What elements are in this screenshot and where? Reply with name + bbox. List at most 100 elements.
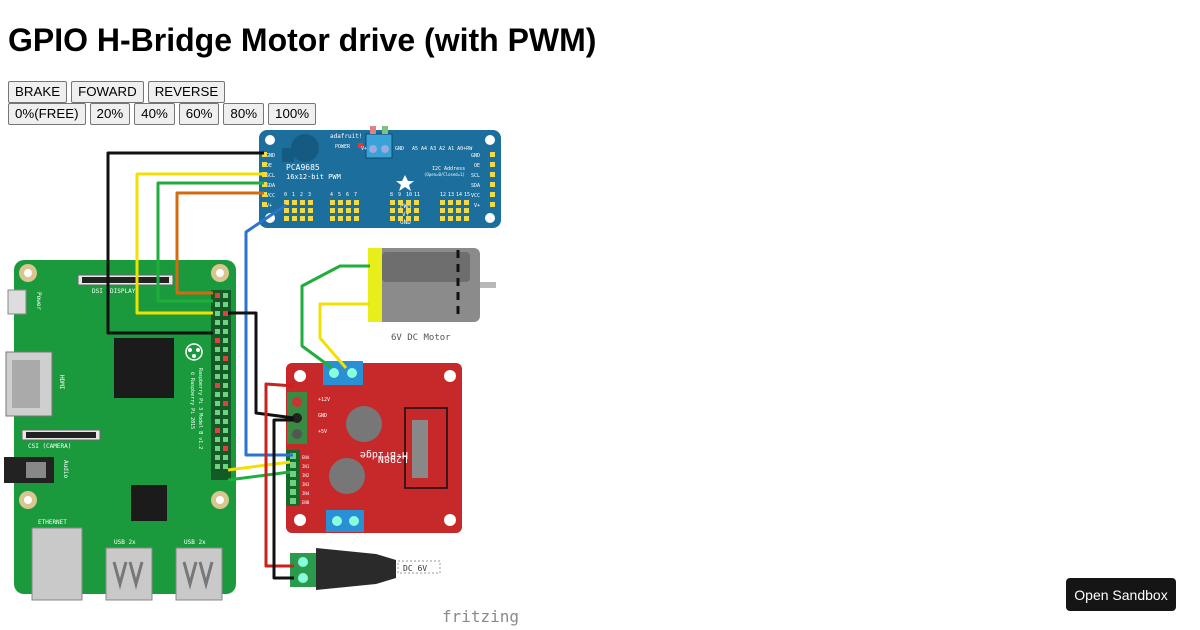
pwm-pin-label-right: VCC bbox=[471, 193, 480, 199]
pwm-header-pin bbox=[346, 208, 351, 213]
dc-power-jack: DC 6V bbox=[290, 548, 441, 590]
hbridge-pin-label: IN2 bbox=[302, 473, 310, 478]
hbridge-pin-label: ENB bbox=[302, 500, 310, 505]
pwm-side-pin bbox=[262, 182, 267, 187]
pwm-header-pin bbox=[338, 216, 343, 221]
rpi-usb-label-1: USB 2x bbox=[114, 539, 136, 546]
hbridge-terminal-12v: +12V bbox=[318, 397, 330, 403]
speed-100-button[interactable]: 100% bbox=[268, 103, 317, 125]
pwm-header-pin bbox=[398, 200, 403, 205]
pwm-channel-label: 9 bbox=[398, 192, 401, 198]
gpio-pin bbox=[223, 419, 228, 424]
pwm-header-pin bbox=[292, 200, 297, 205]
pwm-row-vplus: V+ bbox=[402, 211, 410, 218]
speed-80-button[interactable]: 80% bbox=[223, 103, 265, 125]
pwm-pin-label-left: GND bbox=[266, 153, 275, 159]
rpi-ethernet-label: ETHERNET bbox=[38, 519, 67, 526]
page-title: GPIO H-Bridge Motor drive (with PWM) bbox=[8, 22, 597, 58]
pwm-side-pin bbox=[490, 182, 495, 187]
pwm-header-pin bbox=[398, 208, 403, 213]
hbridge-pin-label: ENA bbox=[302, 455, 310, 460]
gpio-pin bbox=[215, 320, 220, 325]
direction-button-row: BRAKE FOWARD REVERSE bbox=[8, 81, 226, 103]
pwm-header-pin bbox=[456, 216, 461, 221]
gpio-pin bbox=[215, 383, 220, 388]
rpi-copyright-text: © Raspberry Pi 2015 bbox=[189, 372, 195, 429]
gpio-pin bbox=[215, 464, 220, 469]
gpio-pin bbox=[215, 329, 220, 334]
gpio-pin bbox=[223, 374, 228, 379]
wire-black-gnd-2 bbox=[228, 311, 295, 420]
pwm-channel-label: 4 bbox=[330, 192, 333, 198]
pwm-channel-label: 14 bbox=[456, 192, 462, 198]
gpio-pin bbox=[223, 311, 228, 316]
hbridge-control-pin bbox=[290, 462, 296, 468]
hbridge-terminal-5v: +5V bbox=[318, 429, 327, 435]
pwm-side-pin bbox=[490, 152, 495, 157]
pwm-channel-label: 5 bbox=[338, 192, 341, 198]
reverse-button[interactable]: REVERSE bbox=[147, 81, 226, 103]
hbridge-terminal-gnd: GND bbox=[318, 413, 327, 419]
pwm-row-gnd: GND bbox=[400, 219, 411, 226]
pwm-side-pin bbox=[490, 162, 495, 167]
brake-button[interactable]: BRAKE bbox=[8, 81, 68, 103]
hbridge-control-pin bbox=[290, 489, 296, 495]
speed-0-button[interactable]: 0%(FREE) bbox=[8, 103, 86, 125]
pwm-channel-label: 11 bbox=[414, 192, 420, 198]
rpi-hdmi-label: HDMI bbox=[58, 375, 65, 390]
gpio-pin bbox=[223, 320, 228, 325]
hbridge-control-pin bbox=[290, 480, 296, 486]
pwm-header-pin bbox=[330, 200, 335, 205]
rpi-audio-label: Audio bbox=[62, 460, 69, 478]
gpio-pin bbox=[215, 446, 220, 451]
pwm-header-pin bbox=[414, 200, 419, 205]
pwm-header-pin bbox=[292, 208, 297, 213]
pwm-pin-label-left: OE bbox=[266, 163, 272, 169]
pwm-header-pin bbox=[354, 208, 359, 213]
speed-40-button[interactable]: 40% bbox=[134, 103, 175, 125]
wire-orange-vcc bbox=[175, 191, 264, 295]
pwm-header-pin bbox=[330, 216, 335, 221]
gpio-pin bbox=[223, 356, 228, 361]
pwm-pin-label-left: V+ bbox=[266, 203, 272, 209]
pwm-side-pin bbox=[262, 172, 267, 177]
rpi-gpio-header bbox=[215, 293, 228, 469]
pwm-terminal-gnd: GND bbox=[395, 146, 404, 152]
pwm-header-pin bbox=[284, 208, 289, 213]
gpio-pin bbox=[223, 365, 228, 370]
pwm-header-pin bbox=[338, 200, 343, 205]
pwm-header-pin bbox=[414, 208, 419, 213]
speed-60-button[interactable]: 60% bbox=[178, 103, 220, 125]
speed-20-button[interactable]: 20% bbox=[89, 103, 131, 125]
pwm-pin-label-left: SCL bbox=[266, 173, 275, 179]
rpi-dsi-label: DSI (DISPLAY) bbox=[92, 288, 139, 295]
gpio-pin bbox=[215, 374, 220, 379]
pwm-side-pin bbox=[490, 192, 495, 197]
gpio-pin bbox=[215, 302, 220, 307]
pwm-header-pin bbox=[398, 216, 403, 221]
pwm-side-pin bbox=[262, 152, 267, 157]
pwm-header-pin bbox=[330, 208, 335, 213]
pwm-channel-label: 15 bbox=[464, 192, 470, 198]
pwm-header-pin bbox=[354, 200, 359, 205]
power-jack-label: DC 6V bbox=[403, 564, 427, 573]
gpio-pin bbox=[223, 392, 228, 397]
gpio-pin bbox=[215, 419, 220, 424]
pwm-address-label: I2C Address bbox=[432, 166, 465, 172]
rpi-camera-label: CSI (CAMERA) bbox=[28, 443, 71, 450]
forward-button[interactable]: FOWARD bbox=[71, 81, 144, 103]
pwm-channel-label: 3 bbox=[308, 192, 311, 198]
pwm-channel-label: 10 bbox=[406, 192, 412, 198]
pwm-header-pin bbox=[300, 200, 305, 205]
open-sandbox-button[interactable]: Open Sandbox bbox=[1066, 578, 1176, 611]
pwm-subtitle-label: 16x12-bit PWM bbox=[286, 173, 341, 181]
gpio-pin bbox=[215, 455, 220, 460]
rpi-model-text: Raspberry Pi 3 Model B v1.2 bbox=[197, 368, 203, 449]
pwm-channel-label: 12 bbox=[440, 192, 446, 198]
pwm-side-pin bbox=[262, 192, 267, 197]
pwm-pin-label-right: SCL bbox=[471, 173, 480, 179]
hbridge-pin-label: IN1 bbox=[302, 464, 310, 469]
gpio-pin bbox=[223, 446, 228, 451]
rpi-usb-label-2: USB 2x bbox=[184, 539, 206, 546]
